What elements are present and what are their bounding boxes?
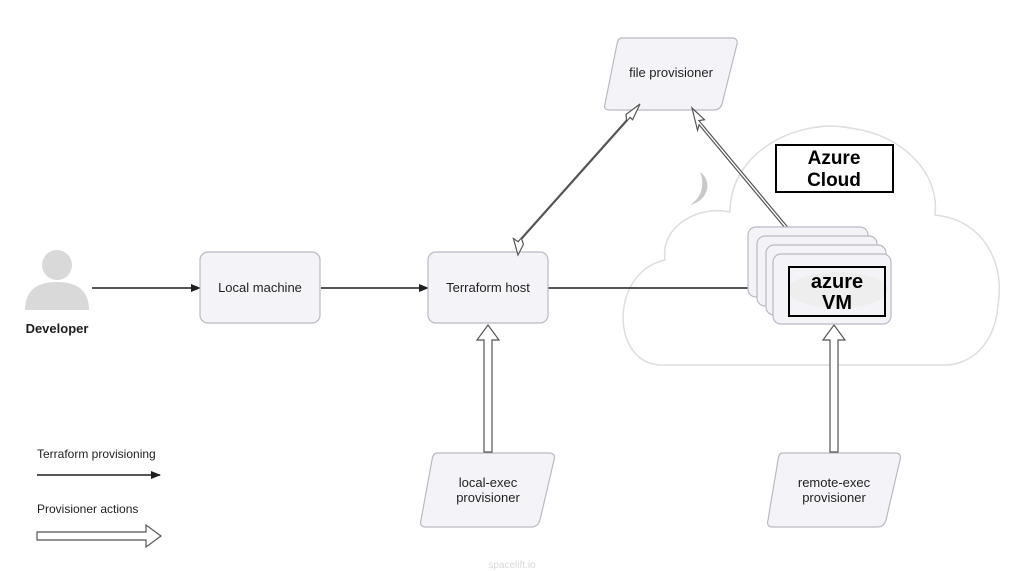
azure-cloud-label-box: Azure Cloud: [775, 144, 894, 193]
hollow-arrow-terraform-file: [512, 103, 641, 257]
local-exec-label-1: local-exec: [459, 475, 518, 490]
azure-vm-stack: [747, 226, 892, 325]
azure-vm-label-box: azure VM: [788, 266, 886, 317]
hollow-arrow-remoteexec-vm: [821, 323, 847, 453]
azure-vm-label-2: VM: [822, 292, 852, 314]
remote-exec-provisioner-node: remote-exec provisioner: [766, 452, 902, 528]
azure-cloud-label-2: Cloud: [807, 170, 861, 191]
legend: Terraform provisioning Provisioner actio…: [36, 447, 163, 549]
legend-provisioner-actions-label: Provisioner actions: [37, 502, 138, 516]
local-machine-node: Local machine: [199, 251, 321, 324]
user-icon: [25, 250, 89, 310]
developer-label: Developer: [26, 321, 89, 336]
azure-cloud-label-1: Azure: [808, 148, 861, 169]
legend-terraform-provisioning-label: Terraform provisioning: [37, 447, 156, 461]
remote-exec-label-2: provisioner: [802, 490, 866, 505]
azure-vm-label-1: azure: [811, 271, 863, 293]
file-provisioner-node: file provisioner: [603, 37, 738, 111]
azure-cloud-shape: [622, 125, 1000, 366]
watermark: spacelift.io: [488, 560, 536, 571]
terraform-host-node: Terraform host: [427, 251, 549, 324]
remote-exec-label-1: remote-exec: [798, 475, 871, 490]
terraform-host-label: Terraform host: [446, 280, 530, 295]
local-machine-label: Local machine: [218, 280, 302, 295]
legend-hollow-arrow: [36, 523, 163, 549]
cloud-crescent: [690, 172, 708, 205]
hollow-arrow-localexec-terraform: [475, 323, 501, 453]
local-exec-label-2: provisioner: [456, 490, 520, 505]
local-exec-provisioner-node: local-exec provisioner: [419, 452, 556, 528]
file-provisioner-label: file provisioner: [629, 65, 713, 80]
